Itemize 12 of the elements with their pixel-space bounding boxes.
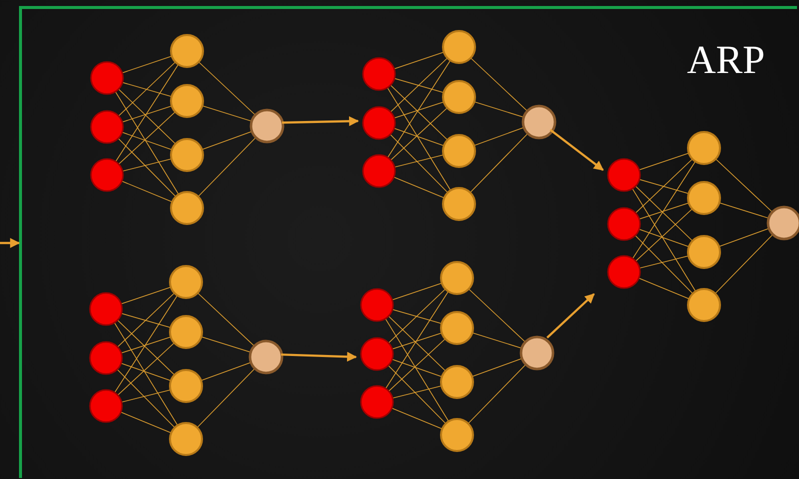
arrow (546, 293, 595, 339)
arrow (0, 238, 20, 248)
frame-border (19, 6, 797, 478)
neural-network-drawing (89, 33, 285, 226)
arrow (550, 129, 604, 171)
neural-network-drawing (606, 130, 799, 323)
neural-network-drawing (88, 264, 284, 457)
neural-network-drawing (361, 29, 557, 222)
arrow (282, 116, 359, 126)
neural-network-drawing (359, 260, 555, 453)
arrow (280, 352, 357, 362)
frame-title: ARP (687, 36, 765, 83)
